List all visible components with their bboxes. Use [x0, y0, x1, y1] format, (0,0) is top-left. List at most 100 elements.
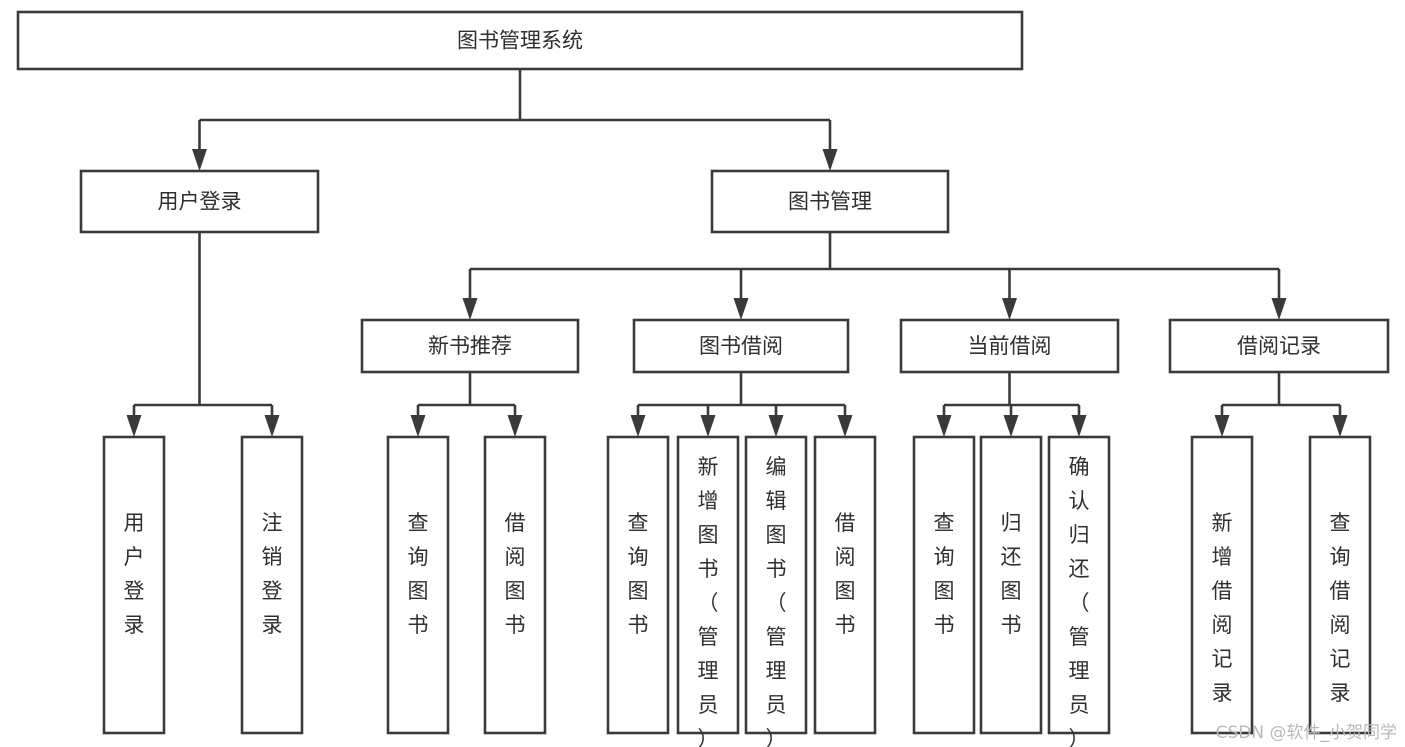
node-box-user-logout	[240, 435, 304, 735]
book-manage-to-borrow-record-arrowhead	[1271, 298, 1287, 320]
node-box-record-query	[1308, 435, 1372, 735]
book-manage-to-book-borrow-arrowhead	[733, 298, 749, 320]
book-manage-to-new-book-recommend-arrowhead	[462, 298, 478, 320]
new-book-recommend-to-recommend-query-book-arrowhead	[410, 415, 426, 437]
current-borrow-to-current-return-book-arrowhead	[1003, 415, 1019, 437]
node-label-char: （	[698, 591, 719, 615]
node-label-char: 员	[698, 693, 719, 717]
book-manage-to-current-borrow-arrowhead	[1002, 298, 1017, 320]
node-label-char: 书	[698, 557, 719, 581]
node-label-char: 理	[698, 659, 719, 683]
node-label-char: 借	[505, 511, 526, 535]
node-label-char: 用	[124, 511, 145, 535]
node-label-char: 录	[124, 613, 145, 637]
node-label-char: 还	[1001, 545, 1022, 569]
node-label-user-login: 用户登录	[158, 190, 242, 214]
node-box-current-return-book	[979, 435, 1043, 735]
node-label-book-manage: 图书管理	[788, 190, 872, 214]
node-label-char: 员	[766, 693, 787, 717]
node-label-char: （	[766, 591, 787, 615]
node-label-char: ）	[698, 727, 719, 747]
node-root[interactable]: 图书管理系统	[16, 10, 1024, 71]
nodes-layer: 图书管理系统用户登录图书管理用户登录注销登录新书推荐查询图书借阅图书图书借阅查询…	[16, 10, 1390, 747]
node-label-char: 登	[124, 579, 145, 603]
node-label-char: 管	[698, 625, 719, 649]
node-box-borrow-borrow-book	[813, 435, 877, 735]
new-book-recommend-to-recommend-borrow-book-arrowhead	[507, 415, 523, 437]
node-label-root: 图书管理系统	[457, 29, 583, 53]
node-label-char: 认	[1069, 489, 1090, 513]
node-label-char: 书	[766, 557, 787, 581]
user-login-to-user-logout-arrowhead	[264, 415, 280, 437]
node-label-char: 询	[408, 545, 429, 569]
node-user-login-do[interactable]: 用户登录	[102, 435, 166, 735]
node-user-login[interactable]: 用户登录	[79, 169, 320, 234]
node-label-char: 借	[835, 511, 856, 535]
node-label-current-borrow: 当前借阅	[968, 334, 1052, 358]
node-label-char: 查	[628, 511, 649, 535]
node-book-manage[interactable]: 图书管理	[710, 169, 950, 234]
node-label-char: 管	[1069, 625, 1090, 649]
book-borrow-to-borrow-borrow-book-arrowhead	[837, 415, 853, 437]
node-label-char: 新	[1212, 511, 1233, 535]
root-to-user-login-arrowhead	[192, 149, 207, 171]
node-box-book-manage	[710, 169, 950, 234]
node-box-borrow-edit-book	[744, 435, 808, 735]
node-label-char: 阅	[505, 545, 526, 569]
node-label-char: 图	[698, 523, 719, 547]
node-box-borrow-record	[1168, 318, 1390, 374]
node-label-char: 询	[628, 545, 649, 569]
node-label-char: 注	[262, 511, 283, 535]
node-label-char: 书	[835, 613, 856, 637]
borrow-record-to-record-add-arrowhead	[1214, 415, 1230, 437]
node-label-char: 编	[766, 455, 787, 479]
node-label-char: 查	[1330, 511, 1351, 535]
node-label-char: ）	[766, 727, 787, 747]
node-label-char: ）	[1069, 727, 1090, 747]
node-label-char: 图	[628, 579, 649, 603]
node-label-char: 图	[1001, 579, 1022, 603]
node-box-current-query-book	[912, 435, 976, 735]
node-new-book-recommend[interactable]: 新书推荐	[360, 318, 580, 374]
node-label-char: 理	[766, 659, 787, 683]
node-label-char: 录	[262, 613, 283, 637]
csdn-watermark: CSDN @软件_小贺同学	[1215, 723, 1397, 743]
node-label-new-book-recommend: 新书推荐	[428, 334, 512, 358]
borrow-record-to-record-query-arrowhead	[1332, 415, 1348, 437]
node-label-borrow-record: 借阅记录	[1237, 334, 1321, 358]
node-label-char: 辑	[766, 489, 787, 513]
node-label-char: 记	[1330, 647, 1351, 671]
node-label-char: 登	[262, 579, 283, 603]
node-label-char: 阅	[1212, 613, 1233, 637]
node-current-borrow[interactable]: 当前借阅	[899, 318, 1120, 374]
node-book-borrow[interactable]: 图书借阅	[632, 318, 850, 374]
book-borrow-to-borrow-edit-book-arrowhead	[768, 415, 784, 437]
node-box-current-borrow	[899, 318, 1120, 374]
node-label-char: 录	[1212, 681, 1233, 705]
node-label-char: 查	[934, 511, 955, 535]
node-box-book-borrow	[632, 318, 850, 374]
node-label-char: 录	[1330, 681, 1351, 705]
node-box-recommend-query-book	[386, 435, 450, 735]
node-box-user-login	[79, 169, 320, 234]
node-box-record-add	[1190, 435, 1254, 735]
node-label-char: 图	[835, 579, 856, 603]
node-label-char: 借	[1212, 579, 1233, 603]
node-label-char: 管	[766, 625, 787, 649]
node-box-borrow-query-book	[606, 435, 670, 735]
node-borrow-record[interactable]: 借阅记录	[1168, 318, 1390, 374]
